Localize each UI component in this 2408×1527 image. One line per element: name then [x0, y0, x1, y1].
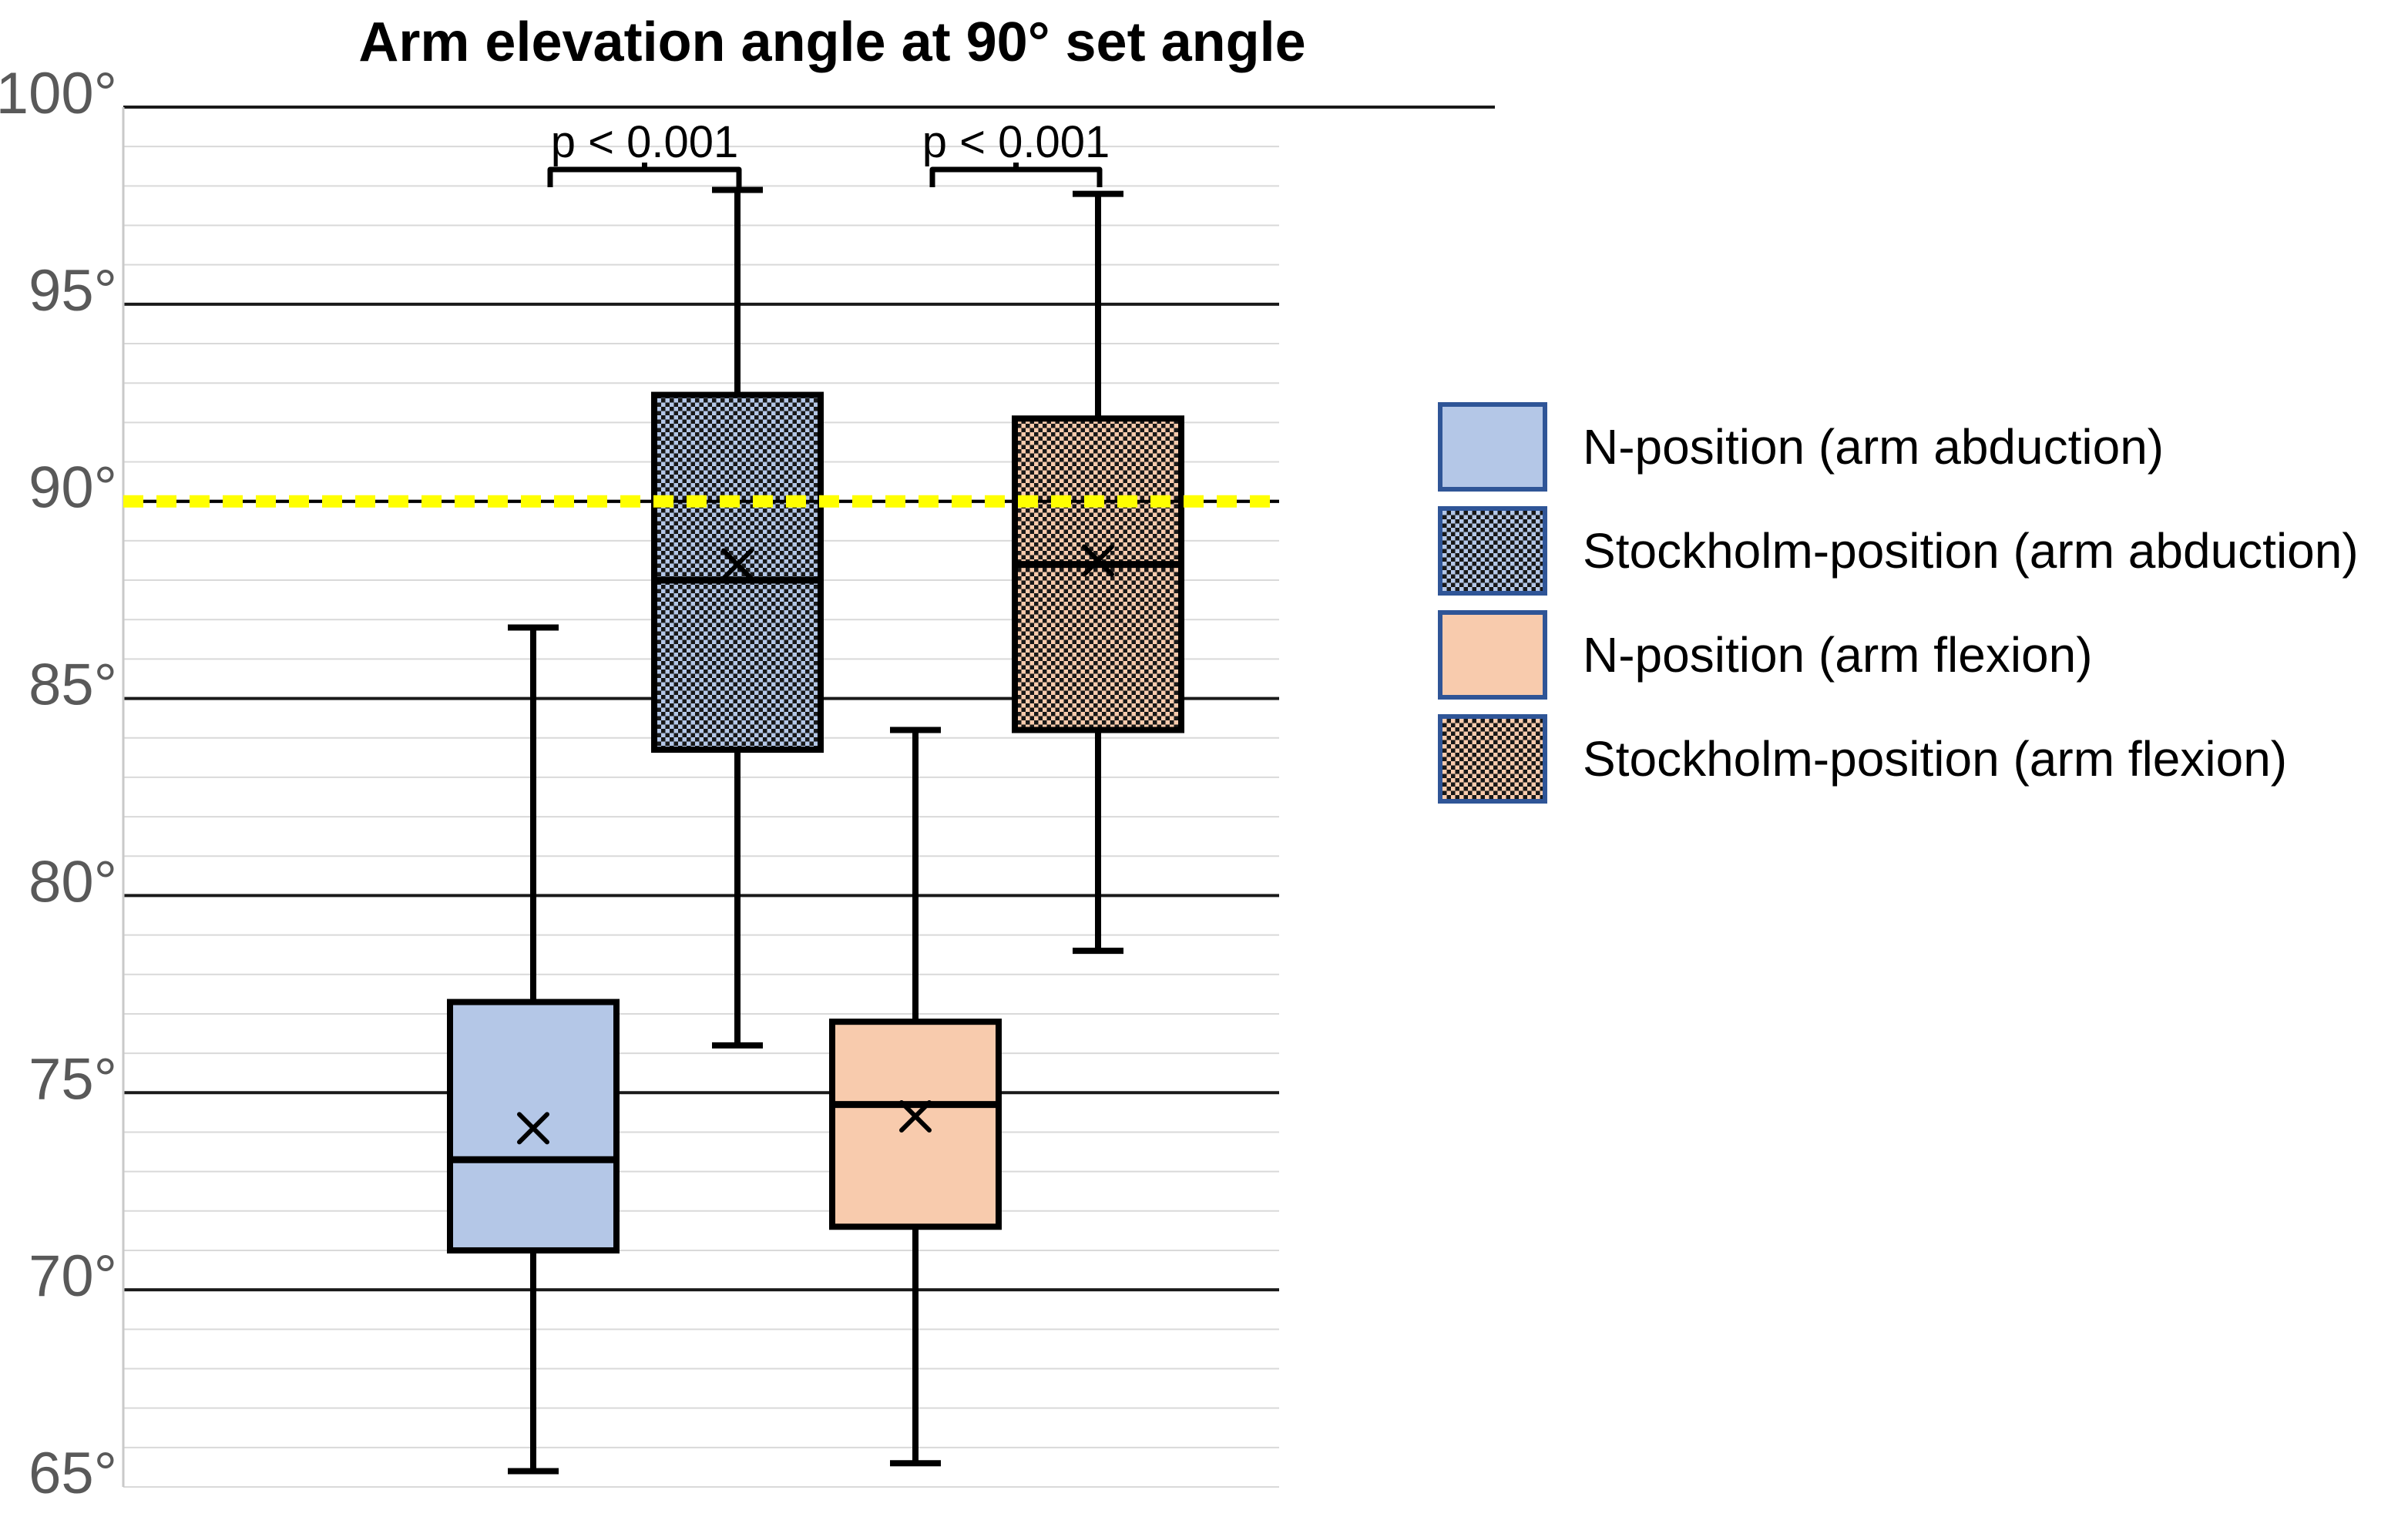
box-iqr — [651, 391, 824, 753]
box-iqr — [829, 1019, 1002, 1230]
chart-title: Arm elevation angle at 90° set angle — [358, 12, 1306, 73]
mean-marker — [1082, 544, 1114, 577]
y-axis-tick-label: 70° — [29, 1243, 117, 1309]
box-iqr — [1012, 415, 1184, 733]
legend-item: N-position (arm flexion) — [1438, 610, 2359, 700]
y-axis-tick-label: 90° — [29, 455, 117, 521]
y-axis-tick-label: 65° — [29, 1441, 117, 1506]
y-axis-tick-label: 85° — [29, 653, 117, 718]
legend-swatch-n-flexion — [1438, 610, 1547, 700]
legend-item: Stockholm-position (arm abduction) — [1438, 506, 2359, 596]
significance-bracket — [547, 163, 742, 187]
significance-annotation: p < 0.001 — [922, 117, 1110, 187]
mean-marker — [517, 1112, 549, 1145]
y-axis-tick-label: 75° — [29, 1046, 117, 1112]
y-axis-tick-label: 80° — [29, 849, 117, 915]
legend-item: Stockholm-position (arm flexion) — [1438, 714, 2359, 804]
significance-annotation: p < 0.001 — [547, 117, 742, 187]
boxplot-series-2 — [829, 727, 1002, 1467]
legend-label: Stockholm-position (arm flexion) — [1583, 731, 2288, 787]
legend-label: Stockholm-position (arm abduction) — [1583, 523, 2359, 579]
grid — [122, 106, 1495, 1488]
boxplot-series-3 — [1012, 190, 1184, 955]
mean-marker — [899, 1099, 932, 1133]
legend-item: N-position (arm abduction) — [1438, 402, 2359, 492]
significance-label: p < 0.001 — [922, 117, 1110, 167]
legend: N-position (arm abduction) Stockholm-pos… — [1438, 402, 2359, 818]
legend-swatch-stockholm-abduction — [1438, 506, 1547, 596]
legend-label: N-position (arm abduction) — [1583, 419, 2165, 475]
significance-bracket — [929, 163, 1103, 187]
mean-marker — [721, 548, 754, 581]
y-axis-tick-label: 95° — [29, 258, 117, 324]
boxplot-series-1 — [651, 186, 824, 1049]
legend-label: N-position (arm flexion) — [1583, 627, 2093, 683]
legend-swatch-n-abduction — [1438, 402, 1547, 492]
y-axis-tick-label: 100° — [0, 61, 117, 126]
significance-label: p < 0.001 — [551, 117, 739, 167]
legend-swatch-stockholm-flexion — [1438, 714, 1547, 804]
boxplot-series-0 — [447, 624, 620, 1475]
